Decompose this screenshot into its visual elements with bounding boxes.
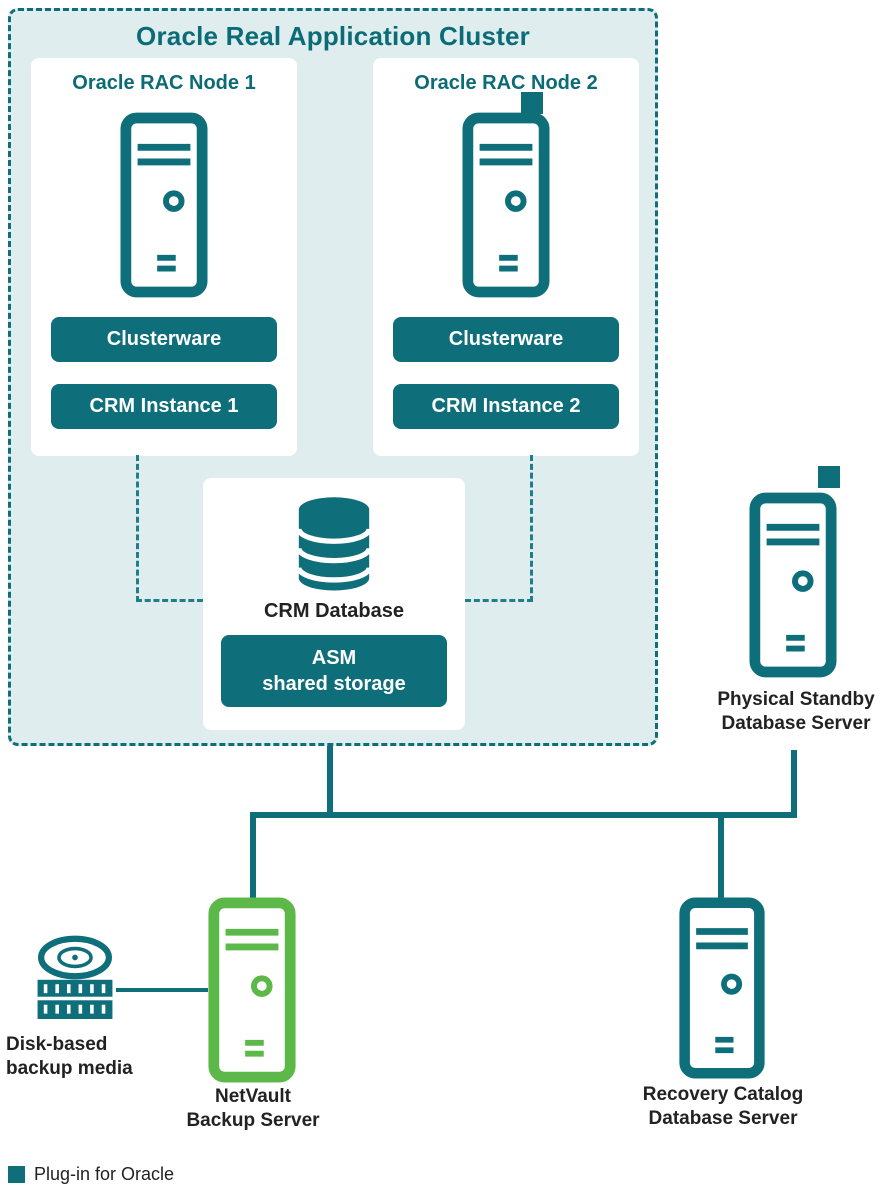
netvault-server-icon bbox=[206, 897, 298, 1083]
server-icon bbox=[120, 111, 208, 299]
dashed-connector-node2 bbox=[530, 455, 533, 602]
recovery-label-line2: Database Server bbox=[648, 1107, 798, 1129]
connector-bus bbox=[250, 812, 797, 818]
netvault-label-line1: NetVault bbox=[214, 1086, 292, 1107]
plugin-legend-icon bbox=[8, 1166, 25, 1183]
crm-instance-2-badge: CRM Instance 2 bbox=[393, 384, 619, 429]
disk-label-line1: Disk-based bbox=[6, 1034, 108, 1055]
recovery-label-line1: Recovery Catalog bbox=[642, 1084, 804, 1105]
netvault-server-label: NetVault Backup Server bbox=[158, 1085, 348, 1133]
standby-server-label: Physical Standby Database Server bbox=[690, 688, 895, 736]
recovery-server-label: Recovery Catalog Database Server bbox=[622, 1083, 824, 1131]
connector-disk-to-netvault bbox=[116, 988, 208, 992]
asm-line2: shared storage bbox=[262, 673, 406, 695]
clusterware-badge: Clusterware bbox=[393, 317, 619, 362]
disk-media-label: Disk-based backup media bbox=[6, 1033, 176, 1081]
disk-label-line2: backup media bbox=[6, 1057, 133, 1079]
plugin-marker-icon bbox=[818, 466, 840, 488]
asm-line1: ASM bbox=[311, 647, 357, 669]
rac-node-1-box: Oracle RAC Node 1 Clusterware CRM Instan… bbox=[31, 58, 297, 456]
server-icon bbox=[462, 111, 550, 299]
recovery-server-icon bbox=[677, 897, 767, 1079]
dashed-connector-node1 bbox=[136, 455, 139, 602]
standby-server-icon bbox=[749, 490, 837, 680]
connector-bus-to-netvault bbox=[250, 812, 256, 898]
crm-database-box: CRM Database ASM shared storage bbox=[203, 478, 465, 730]
clusterware-badge: Clusterware bbox=[51, 317, 277, 362]
oracle-rac-cluster-container: Oracle Real Application Cluster Oracle R… bbox=[8, 8, 658, 746]
disk-media-icon bbox=[34, 933, 116, 1023]
connector-cluster-to-bus bbox=[327, 746, 333, 816]
database-icon bbox=[290, 492, 378, 594]
asm-shared-storage-badge: ASM shared storage bbox=[221, 635, 447, 707]
crm-database-label: CRM Database bbox=[263, 600, 405, 622]
standby-label-line1: Physical Standby bbox=[717, 689, 875, 710]
cluster-title: Oracle Real Application Cluster bbox=[136, 21, 530, 51]
plugin-legend-label: Plug-in for Oracle bbox=[34, 1164, 175, 1184]
netvault-label-line2: Backup Server bbox=[186, 1109, 320, 1131]
rac-node-2-title: Oracle RAC Node 2 bbox=[414, 72, 598, 94]
connector-bus-to-recovery bbox=[718, 812, 724, 898]
crm-instance-1-badge: CRM Instance 1 bbox=[51, 384, 277, 429]
rac-node-1-title: Oracle RAC Node 1 bbox=[72, 72, 256, 94]
connector-standby-to-bus bbox=[791, 750, 797, 816]
dashed-connector-node1-horizontal bbox=[136, 599, 203, 602]
plugin-marker-icon bbox=[521, 92, 543, 114]
rac-node-2-box: Oracle RAC Node 2 Clusterware CRM Instan… bbox=[373, 58, 639, 456]
standby-label-line2: Database Server bbox=[721, 712, 871, 734]
dashed-connector-node2-horizontal bbox=[465, 599, 533, 602]
